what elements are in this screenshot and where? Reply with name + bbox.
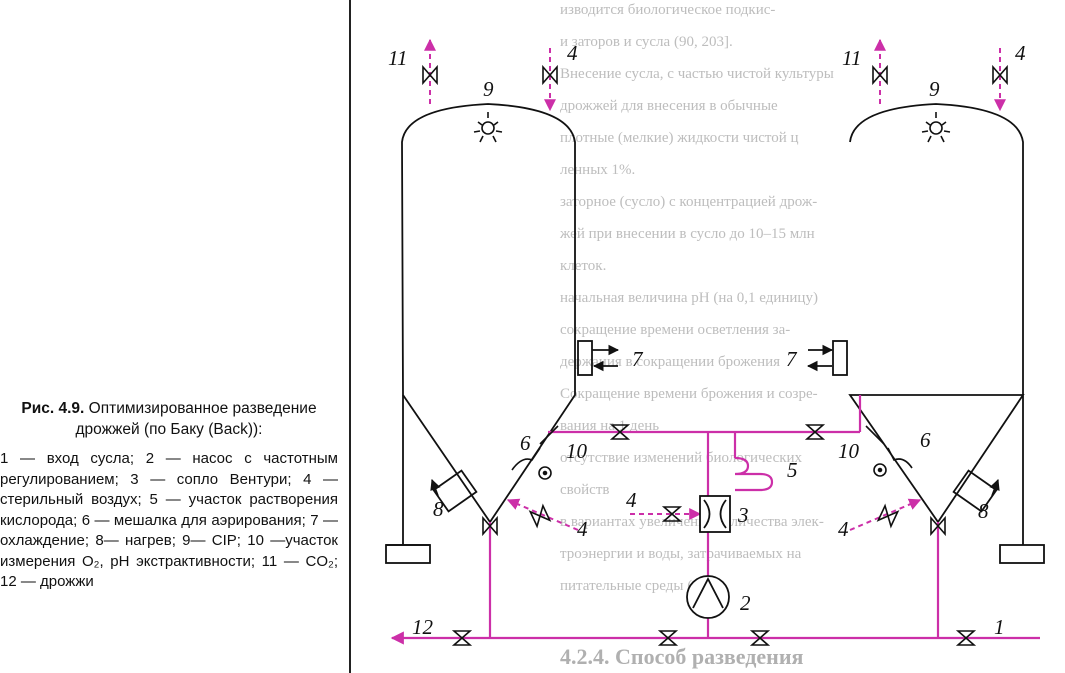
background-text-line: плотные (мелкие) жидкости чистой ц (560, 130, 799, 146)
label-11-left: 11 (388, 46, 407, 70)
background-text-line: отсутствие изменений биологических (560, 450, 803, 466)
background-text-line: 4.2.4. Способ разведения (560, 644, 804, 669)
pump-icon (686, 575, 730, 619)
caption-title: Рис. 4.9. Оптимизированное разведение др… (0, 398, 338, 440)
background-text-line: в вариантах увеличения количества элек- (560, 514, 824, 530)
yeast-propagation-diagram: изводится биологическое подкис-и заторов… (349, 0, 1045, 673)
background-text-line: Сокращение времени брожения и созре- (560, 386, 818, 402)
background-text-line: и заторов и сусла (90, 203]. (560, 34, 733, 50)
background-text-line: клеток. (560, 258, 606, 274)
label-7-right: 7 (786, 347, 798, 371)
caption-legend: 1 — вход сусла; 2 — насос с частотным ре… (0, 450, 338, 590)
background-text-line: заторное (сусло) с концентрацией дрож- (560, 194, 817, 210)
background-text-line: троэнергии и воды, затрачиваемых на (560, 546, 802, 562)
label-4-right-cone: 4 (838, 517, 849, 541)
label-8-right: 8 (978, 499, 989, 523)
sterile-air-to-right-cone (849, 498, 922, 531)
label-8-left: 8 (433, 497, 444, 521)
background-text-line: сокращение времени осветления за- (560, 322, 790, 338)
label-5: 5 (787, 458, 798, 482)
cip-spray-ball-icon (921, 112, 951, 143)
background-text-line: изводится биологическое подкис- (560, 2, 775, 18)
label-4-venturi: 4 (626, 488, 637, 512)
right-heating-element (952, 469, 1000, 513)
measuring-point-left (539, 425, 559, 445)
diagram-labels: 11 4 9 11 4 9 7 7 6 10 10 6 5 8 8 4 3 4 … (388, 41, 1026, 639)
label-2: 2 (740, 591, 751, 615)
figure-label: Рис. 4.9. (21, 400, 85, 417)
valve-icon (422, 66, 438, 84)
right-propagation-tank (848, 103, 1045, 564)
caption-title-text: Оптимизированное разведение дрожжей (по … (75, 400, 317, 438)
left-cooling-jacket (577, 340, 620, 376)
label-4-left-top: 4 (567, 41, 578, 65)
background-text-line: ленных 1%. (560, 162, 635, 178)
piping-network (390, 395, 1040, 645)
measuring-point-right (865, 425, 885, 445)
cip-spray-ball-icon (473, 112, 503, 143)
label-3: 3 (737, 503, 749, 527)
label-4-left-cone: 4 (577, 517, 588, 541)
valve-icon (877, 504, 899, 528)
background-text-line: начальная величина pH (на 0,1 единицу) (560, 290, 818, 306)
sterile-air-to-left-cone (506, 498, 579, 531)
scanned-diagram: изводится биологическое подкис-и заторов… (346, 0, 1065, 673)
label-12: 12 (412, 615, 434, 639)
background-text-line: дрожжей для внесения в обычные (560, 98, 778, 114)
label-7-left: 7 (632, 347, 644, 371)
background-text-line: питательные среды (205]. (560, 578, 723, 594)
label-4-right-top: 4 (1015, 41, 1026, 65)
label-9-left: 9 (483, 77, 494, 101)
label-10-left: 10 (566, 439, 588, 463)
background-text-line: свойств (560, 482, 609, 498)
valve-icon (529, 504, 551, 528)
figure-caption: Рис. 4.9. Оптимизированное разведение др… (0, 398, 338, 593)
label-10-right: 10 (838, 439, 860, 463)
label-11-right: 11 (842, 46, 861, 70)
background-text-line: вания на 1 день (560, 418, 659, 434)
background-text-line: держания в сокращении брожения (560, 354, 780, 370)
label-6-right: 6 (920, 428, 931, 452)
background-text-line: жей при внесении в сусло до 10–15 млн (559, 226, 815, 242)
agitator-icon (511, 447, 552, 480)
right-cooling-jacket (806, 340, 848, 376)
background-bleed-text: изводится биологическое подкис-и заторов… (559, 2, 834, 669)
label-1: 1 (994, 615, 1005, 639)
left-heating-element (430, 469, 478, 513)
label-6-left: 6 (520, 431, 531, 455)
left-propagation-tank (385, 103, 576, 564)
agitator-icon (873, 447, 913, 477)
background-text-line: Внесение сусла, с частью чистой культуры (560, 66, 834, 82)
venturi-nozzle-icon (699, 495, 731, 533)
label-9-right: 9 (929, 77, 940, 101)
valve-icon (872, 66, 888, 84)
